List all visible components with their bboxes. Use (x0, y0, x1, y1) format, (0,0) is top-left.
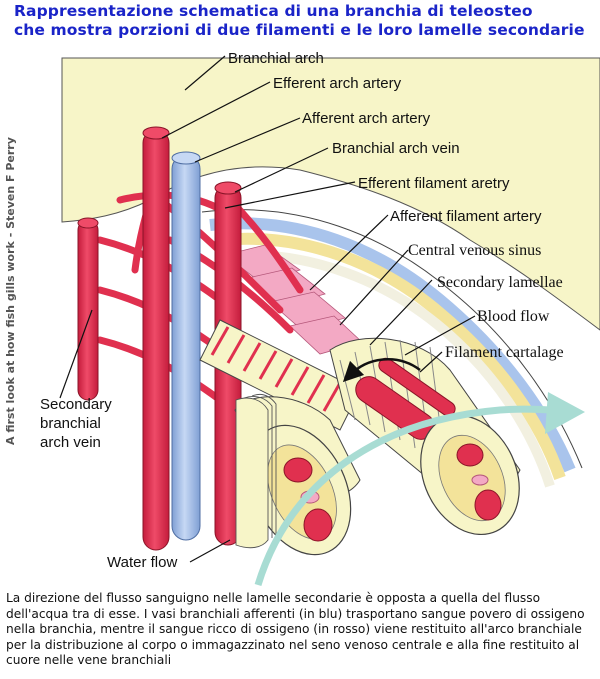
label-afferent-filament-artery: Afferent filament artery (390, 208, 542, 225)
branchial-arch-shape (61, 57, 600, 331)
title-line-2: che mostra porzioni di due filamenti e l… (14, 21, 585, 39)
title-line-1: Rappresentazione schematica di una branc… (14, 2, 533, 20)
secondary-branchial-arch-vein (77, 219, 99, 401)
efferent-arch-artery (142, 129, 170, 551)
label-efferent-arch-artery: Efferent arch artery (273, 75, 402, 92)
filament-lamellae-ladder (199, 319, 361, 431)
gill-diagram: Branchial arch Efferent arch artery Affe… (40, 50, 600, 587)
label-branchial-arch: Branchial arch (228, 50, 324, 67)
filament-front (234, 396, 361, 556)
label-branchial-arch-vein: Branchial arch vein (332, 140, 460, 157)
secondary-lamellae-comb (235, 393, 277, 549)
afferent-arch-artery (171, 154, 201, 541)
label-central-venous-sinus: Central venous sinus (408, 242, 541, 259)
label-afferent-arch-artery: Afferent arch artery (302, 110, 431, 127)
leader-lines (59, 55, 476, 563)
filament-back (329, 337, 521, 536)
label-secondary-branchial-arch-vein-3: arch vein (40, 434, 101, 451)
label-secondary-branchial-arch-vein-1: Secondary (40, 396, 112, 413)
label-filament-cartilage: Filament cartalage (445, 344, 564, 361)
blood-flow-arrow (342, 358, 421, 383)
label-efferent-filament-artery: Efferent filament aretry (358, 175, 510, 192)
label-blood-flow: Blood flow (477, 308, 550, 325)
water-flow-arrowhead (545, 392, 585, 434)
caption-text: La direzione del flusso sanguigno nelle … (6, 591, 585, 667)
diagram-title: Rappresentazione schematica di una branc… (14, 2, 599, 40)
water-flow-arrow (254, 405, 569, 587)
label-secondary-branchial-arch-vein-2: branchial (40, 415, 101, 432)
label-water-flow: Water flow (107, 554, 177, 571)
label-secondary-lamellae: Secondary lamellae (437, 274, 563, 291)
